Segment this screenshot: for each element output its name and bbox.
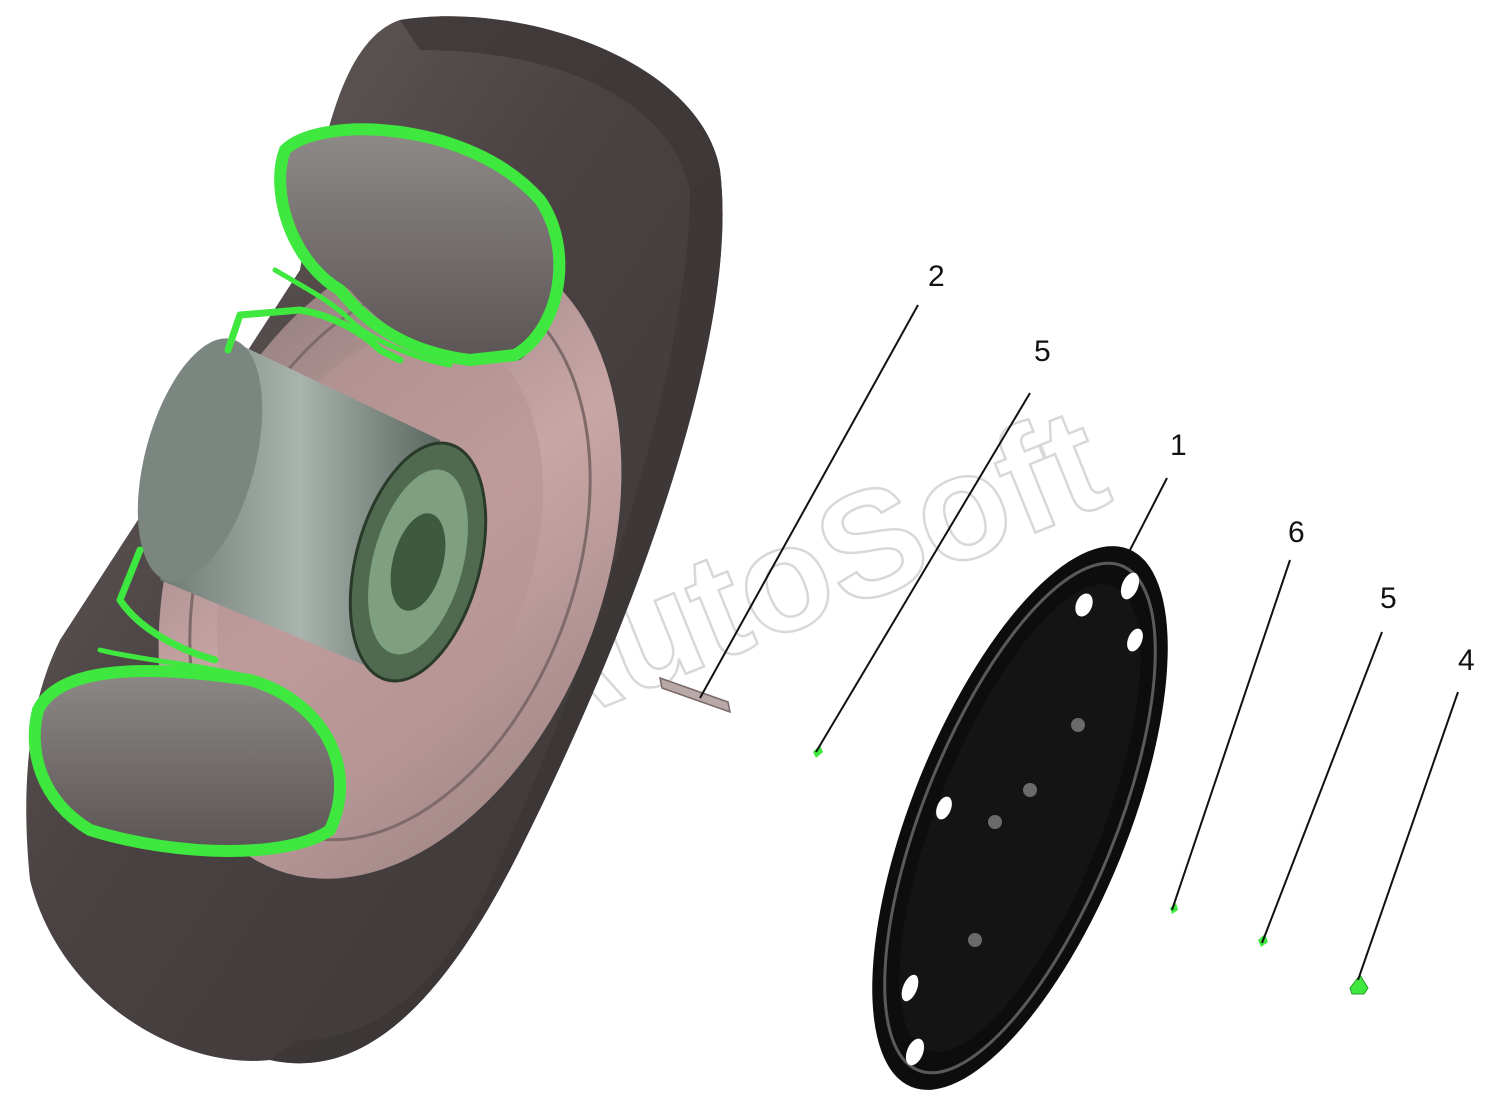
callouts: 2 5 1 6 5 4 bbox=[928, 260, 1475, 677]
callout-1: 1 bbox=[1170, 429, 1187, 462]
callout-2: 2 bbox=[928, 260, 945, 293]
leader-lines bbox=[699, 304, 1459, 981]
small-part-5a bbox=[813, 745, 823, 758]
tube-highlight bbox=[28, 123, 566, 857]
disc-part bbox=[872, 546, 1168, 1090]
leader-line-4 bbox=[1357, 691, 1459, 981]
leader-line-1 bbox=[1129, 477, 1168, 551]
upper-tire-cavity bbox=[283, 130, 558, 363]
callout-6: 6 bbox=[1288, 516, 1305, 549]
leader-line-5b bbox=[1261, 631, 1383, 944]
valve-stem bbox=[659, 676, 731, 714]
leader-line-6 bbox=[1171, 559, 1291, 911]
tire-assembly bbox=[26, 16, 723, 1064]
leader-line-5a bbox=[815, 392, 1031, 753]
callout-4: 4 bbox=[1458, 644, 1475, 677]
callout-5b: 5 bbox=[1380, 582, 1397, 615]
leader-line-2 bbox=[699, 304, 919, 699]
lower-tire-cavity bbox=[36, 667, 341, 853]
small-part-6 bbox=[1170, 903, 1178, 914]
callout-5a: 5 bbox=[1034, 335, 1051, 368]
